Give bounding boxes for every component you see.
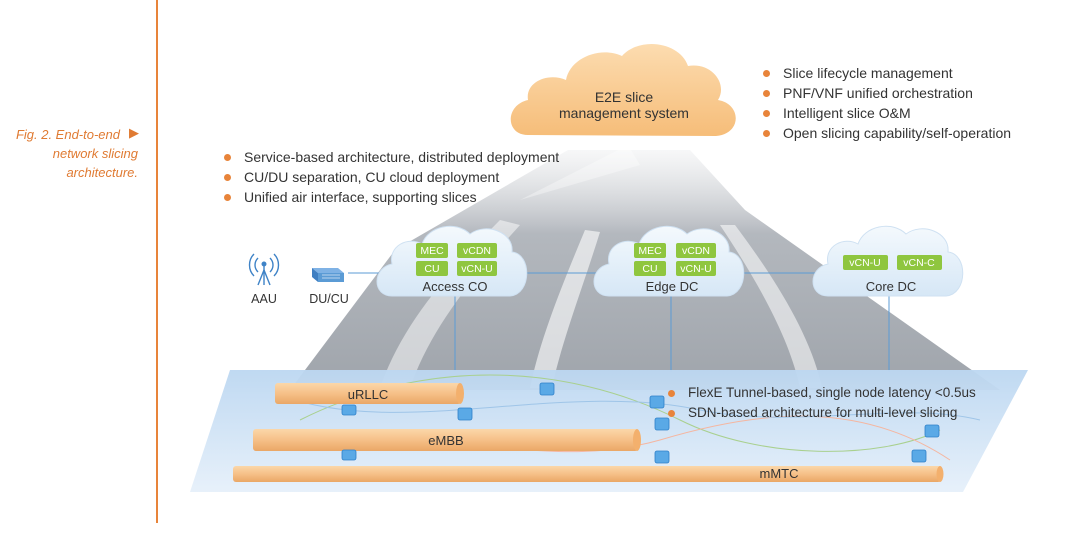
tag-boxes: [416, 243, 942, 276]
e2e-title-line2: management system: [559, 105, 689, 121]
dc-links: [348, 272, 890, 372]
access-tag-vcdn: vCDN: [463, 245, 491, 257]
ran-feature-item: Unified air interface, supporting slices: [222, 187, 559, 207]
slice-label-urllc: uRLLC: [348, 387, 388, 402]
e2e-feature-item: Slice lifecycle management: [761, 63, 1011, 83]
ran-feature-list: Service-based architecture, distributed …: [222, 147, 559, 207]
aau-label: AAU: [251, 292, 277, 306]
e2e-feature-item: Intelligent slice O&M: [761, 103, 1011, 123]
access-co-label: Access CO: [422, 279, 487, 294]
edge-tag-mec: MEC: [638, 245, 662, 257]
access-tag-cu: CU: [424, 263, 439, 275]
router-icons: [341, 382, 940, 464]
edge-tag-vcnu: vCN-U: [680, 263, 712, 275]
ducu-device-icon: [312, 268, 344, 282]
divider-line: [156, 0, 158, 523]
e2e-feature-list: Slice lifecycle management PNF/VNF unifi…: [761, 63, 1011, 143]
edge-tag-vcdn: vCDN: [682, 245, 710, 257]
access-tag-vcnu: vCN-U: [461, 263, 493, 275]
slice-label-embb: eMBB: [428, 433, 463, 448]
caption-line-2: network slicing: [52, 146, 138, 161]
core-tag-vcnu: vCN-U: [849, 257, 881, 269]
slice-pipe-urllc: [275, 383, 464, 404]
core-dc-label: Core DC: [866, 279, 917, 294]
edge-tag-cu: CU: [642, 263, 657, 275]
slice-pipe-embb: [253, 429, 641, 451]
slice-pipe-mmtc: [233, 466, 944, 482]
core-tag-vcnc: vCN-C: [903, 257, 935, 269]
edge-dc-label: Edge DC: [646, 279, 699, 294]
slice-label-mmtc: mMTC: [760, 466, 799, 481]
ducu-label: DU/CU: [309, 292, 349, 306]
transport-feature-item: FlexE Tunnel-based, single node latency …: [666, 383, 976, 403]
e2e-feature-item: Open slicing capability/self-operation: [761, 123, 1011, 143]
figure-caption: Fig. 2. End-to-end network slicing archi…: [0, 125, 138, 182]
caption-line-1: Fig. 2. End-to-end: [15, 127, 120, 142]
e2e-cloud: [510, 43, 736, 136]
access-tag-mec: MEC: [420, 245, 444, 257]
ran-feature-item: Service-based architecture, distributed …: [222, 147, 559, 167]
caption-line-3: architecture.: [66, 165, 138, 180]
e2e-feature-item: PNF/VNF unified orchestration: [761, 83, 1011, 103]
caption-arrow-icon: ▶: [129, 125, 139, 140]
antenna-icon: [248, 253, 280, 286]
transport-feature-list: FlexE Tunnel-based, single node latency …: [666, 383, 976, 423]
e2e-title-line1: E2E slice: [595, 89, 654, 105]
transport-feature-item: SDN-based architecture for multi-level s…: [666, 403, 976, 423]
ran-feature-item: CU/DU separation, CU cloud deployment: [222, 167, 559, 187]
